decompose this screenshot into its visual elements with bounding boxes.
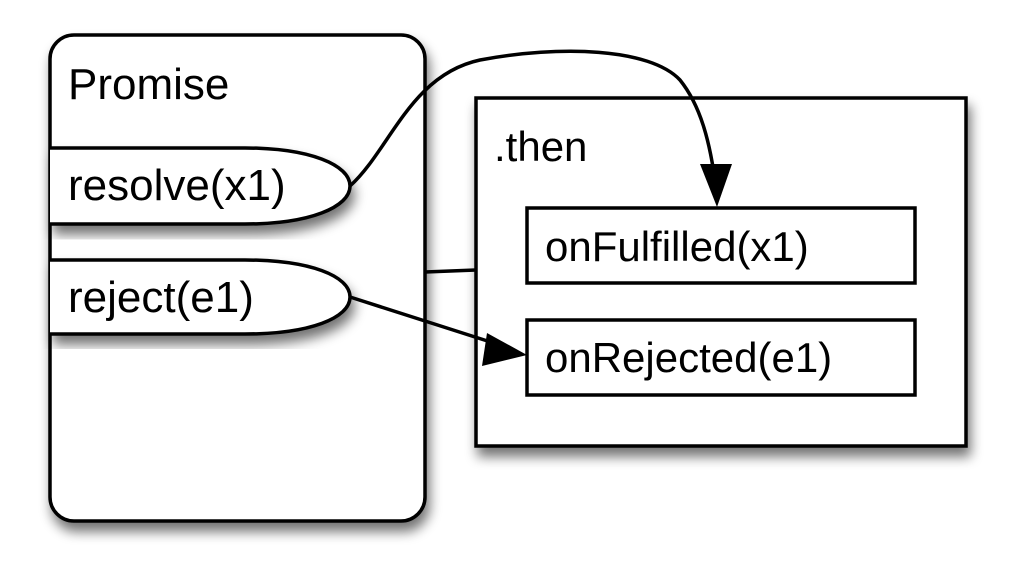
promise-title: Promise bbox=[68, 60, 229, 109]
reject-arrow bbox=[349, 295, 501, 347]
resolve-arrowhead bbox=[700, 164, 732, 207]
resolve-label: resolve(x1) bbox=[68, 161, 286, 210]
resolve-arrow bbox=[348, 49, 718, 189]
on-rejected-label: onRejected(e1) bbox=[545, 334, 832, 381]
reject-arrowhead bbox=[482, 333, 527, 366]
on-fulfilled-label: onFulfilled(x1) bbox=[545, 223, 809, 270]
on-fulfilled-box bbox=[525, 206, 917, 285]
connector-line bbox=[424, 268, 477, 274]
then-title: .then bbox=[494, 123, 587, 170]
on-rejected-box bbox=[525, 318, 917, 397]
reject-label: reject(e1) bbox=[68, 273, 254, 322]
